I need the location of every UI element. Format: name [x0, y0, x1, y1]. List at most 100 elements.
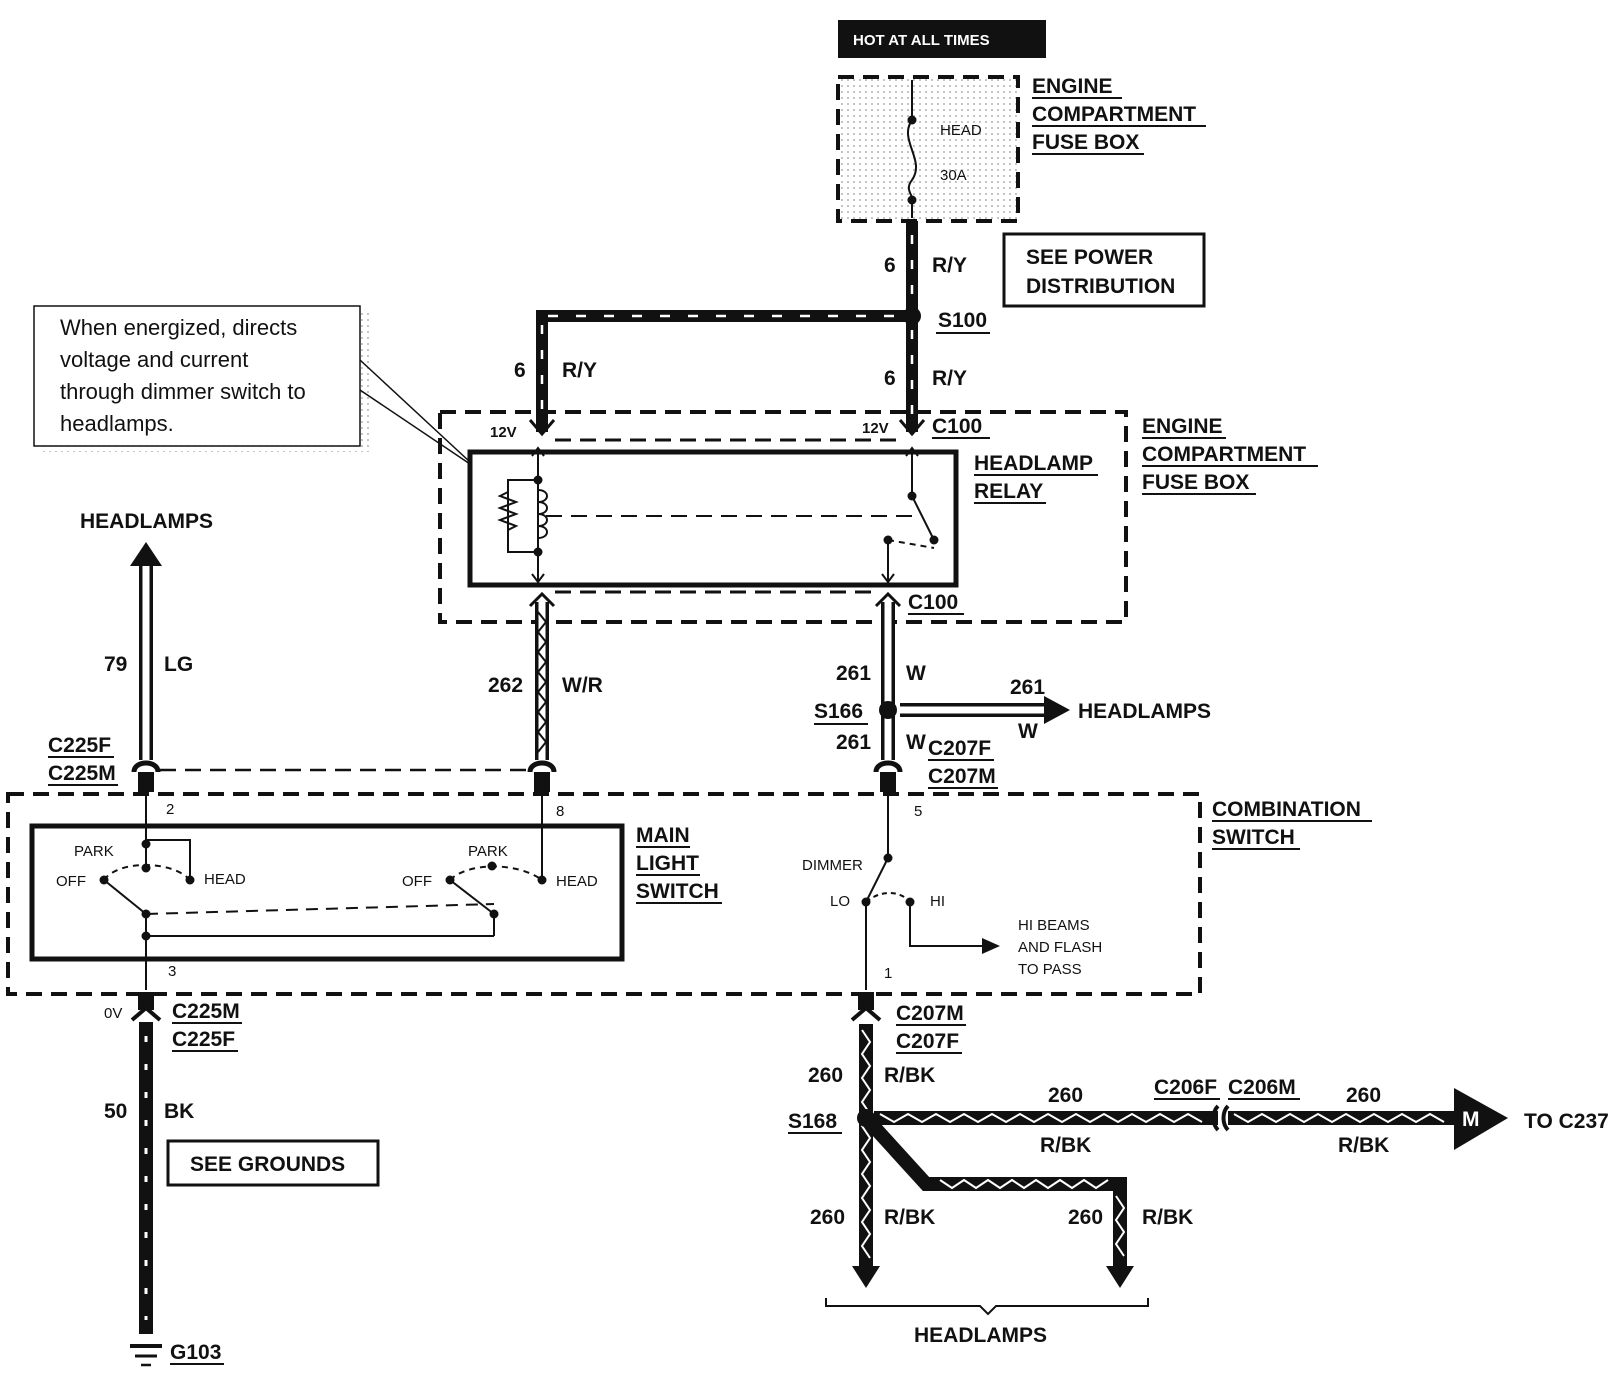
c100-top-connectors	[528, 419, 926, 442]
fuse-box-mid-line1: ENGINE	[1142, 415, 1223, 438]
wire-6-right-color: R/Y	[932, 367, 967, 390]
c206f-label: C206F	[1154, 1076, 1217, 1099]
c207f-top-label: C207F	[928, 737, 991, 760]
wire-6-top-circuit: 6	[884, 254, 896, 277]
wire-6-right-circuit: 6	[884, 367, 896, 390]
c225f-top-label: C225F	[48, 734, 111, 757]
see-grounds-label: SEE GROUNDS	[190, 1153, 345, 1176]
upper-switch-connectors: C225F C225M C207F C207M	[48, 734, 998, 792]
headlamp-relay: HEADLAMP RELAY	[467, 446, 1098, 588]
wire-260-c206-right-circuit: 260	[1346, 1084, 1381, 1107]
s166-splice: S166 261 W HEADLAMPS	[814, 676, 1211, 743]
wire-260-main: 260 R/BK 260 R/BK	[808, 1024, 935, 1288]
c100-bottom-label: C100	[908, 591, 958, 614]
wire-6-left-circuit: 6	[514, 359, 526, 382]
wire-79-lg: HEADLAMPS 79 LG	[80, 510, 213, 760]
wire-6-fuse-to-s100: 6 R/Y	[884, 221, 967, 316]
wire-6-s100-to-relay: 6 R/Y	[884, 316, 967, 432]
s168-label: S168	[788, 1110, 837, 1133]
lo-label: LO	[830, 893, 850, 910]
relay-label-line2: RELAY	[974, 480, 1043, 503]
main-light-switch: MAIN LIGHT SWITCH PARK OFF HEAD PARK OFF	[29, 792, 722, 990]
wire-260-c206-left-color: R/BK	[1040, 1134, 1091, 1157]
wire-260-branch-circuit: 260	[1068, 1206, 1103, 1229]
c207m-bot-label: C207M	[896, 1002, 964, 1025]
wire-6-left-color: R/Y	[562, 359, 597, 382]
main-light-label-line2: LIGHT	[636, 852, 699, 875]
s166-label: S166	[814, 700, 863, 723]
see-power-line1: SEE POWER	[1026, 246, 1153, 269]
headlamps-bottom-label: HEADLAMPS	[914, 1324, 1047, 1347]
wire-79-color: LG	[164, 653, 193, 676]
off-right-label: OFF	[402, 873, 432, 890]
hi-beams-line1: HI BEAMS	[1018, 917, 1090, 934]
wire-6-top-color: R/Y	[932, 254, 967, 277]
s100-splice: S100	[903, 307, 990, 334]
hi-beams-line2: AND FLASH	[1018, 939, 1102, 956]
module-m-label: M	[1462, 1108, 1480, 1131]
wire-79-circuit: 79	[104, 653, 127, 676]
pin-1-label: 1	[884, 965, 892, 982]
v12-left-label: 12V	[490, 424, 517, 441]
wire-262-wr: 262 W/R	[488, 602, 603, 760]
wire-260-top-circuit: 260	[808, 1064, 843, 1087]
hot-at-all-times-label: HOT AT ALL TIMES	[853, 32, 990, 49]
engine-fuse-box-top: HEAD 30A ENGINE COMPARTMENT FUSE BOX	[836, 75, 1206, 223]
combination-label-line1: COMBINATION	[1212, 798, 1361, 821]
c100-top-label: C100	[932, 415, 982, 438]
callout-line3: through dimmer switch to	[60, 379, 306, 404]
wire-50-circuit: 50	[104, 1100, 127, 1123]
fuse-box-mid-line3: FUSE BOX	[1142, 471, 1249, 494]
dimmer-label: DIMMER	[802, 857, 863, 874]
to-c237-label: TO C237	[1524, 1110, 1609, 1133]
s100-label: S100	[938, 309, 987, 332]
relay-label-line1: HEADLAMP	[974, 452, 1093, 475]
callout-line2: voltage and current	[60, 347, 248, 372]
headlamps-left-label: HEADLAMPS	[80, 510, 213, 533]
ground-g103: G103	[130, 1341, 224, 1367]
lower-switch-connectors: 0V C225M C225F C207M C207F	[104, 992, 966, 1054]
wire-261-mid-color: W	[906, 731, 926, 754]
fuse-box-mid-line2: COMPARTMENT	[1142, 443, 1306, 466]
c207f-bot-label: C207F	[896, 1030, 959, 1053]
c225f-bot-label: C225F	[172, 1028, 235, 1051]
see-power-distribution-box: SEE POWER DISTRIBUTION	[1002, 232, 1206, 308]
see-power-line2: DISTRIBUTION	[1026, 275, 1175, 298]
fuse-box-top-line2: COMPARTMENT	[1032, 103, 1196, 126]
wire-260-branch-right: 260 R/BK	[860, 1113, 1193, 1288]
callout-line1: When energized, directs	[60, 315, 297, 340]
wire-50-bk: 50 BK	[104, 1022, 194, 1334]
wire-261-mid-circuit: 261	[836, 731, 871, 754]
wire-260-c206-right-color: R/BK	[1338, 1134, 1389, 1157]
fuse-name-label: HEAD	[940, 122, 982, 139]
c225m-top-label: C225M	[48, 762, 116, 785]
callout-line4: headlamps.	[60, 411, 174, 436]
pin-8-label: 8	[556, 803, 564, 820]
c206m-label: C206M	[1228, 1076, 1296, 1099]
pin-5-label: 5	[914, 803, 922, 820]
pin-3-label: 3	[168, 963, 176, 980]
hot-at-all-times-banner: HOT AT ALL TIMES	[838, 20, 1046, 58]
v12-right-label: 12V	[862, 420, 889, 437]
wire-261-branch-color: W	[1018, 720, 1038, 743]
wire-261-top-circuit: 261	[836, 662, 871, 685]
combination-switch: COMBINATION SWITCH 2 8 5 3 1	[6, 792, 1372, 996]
fuse-box-top-line1: ENGINE	[1032, 75, 1113, 98]
wire-262-circuit: 262	[488, 674, 523, 697]
pin-2-label: 2	[166, 801, 174, 818]
head-left-label: HEAD	[204, 871, 246, 888]
hi-beams-line3: TO PASS	[1018, 961, 1082, 978]
park-left-label: PARK	[74, 843, 114, 860]
see-grounds-box: SEE GROUNDS	[166, 1139, 380, 1187]
wire-260-to-c237: 260 R/BK 260 R/BK C206F C206M	[874, 1076, 1458, 1157]
wire-260-down-color: R/BK	[884, 1206, 935, 1229]
zero-v-label: 0V	[104, 1005, 122, 1022]
dimmer-switch: DIMMER LO HI HI BEAMS AND FLASH TO PASS	[802, 792, 1102, 990]
park-right-label: PARK	[468, 843, 508, 860]
relay-callout: When energized, directs voltage and curr…	[33, 305, 471, 465]
module-m: M TO C237	[1454, 1088, 1609, 1150]
wire-260-c206-left-circuit: 260	[1048, 1084, 1083, 1107]
main-light-label-line1: MAIN	[636, 824, 690, 847]
wire-261-branch-circuit: 261	[1010, 676, 1045, 699]
